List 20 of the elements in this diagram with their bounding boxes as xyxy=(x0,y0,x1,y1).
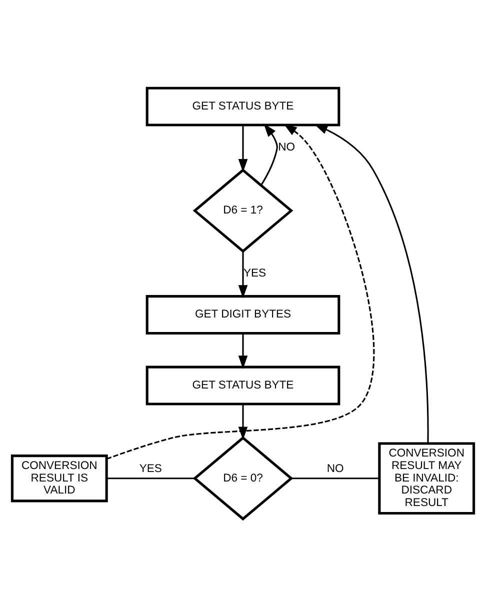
arrow xyxy=(238,251,248,298)
arrow xyxy=(106,124,375,460)
edge-label: NO xyxy=(278,141,296,154)
connector xyxy=(291,478,380,480)
arrow xyxy=(314,124,429,444)
edge-label: YES xyxy=(139,463,162,476)
edge-label: YES xyxy=(244,268,266,280)
arrow xyxy=(238,334,248,369)
node-box: GET STATUS BYTE xyxy=(146,86,340,126)
arrow xyxy=(260,124,278,186)
connector xyxy=(106,478,195,480)
node-diamond: D6 = 0? xyxy=(192,436,294,521)
node-diamond: D6 = 1? xyxy=(192,168,294,253)
node-box: GET STATUS BYTE xyxy=(146,366,340,406)
arrow xyxy=(238,125,248,172)
arrow xyxy=(238,404,248,440)
node-box: CONVERSION RESULT IS VALID xyxy=(10,454,108,502)
node-box: CONVERSION RESULT MAY BE INVALID: DISCARD RESULT xyxy=(378,442,476,515)
edge-label: NO xyxy=(326,463,344,476)
node-box: GET DIGIT BYTES xyxy=(146,295,340,335)
